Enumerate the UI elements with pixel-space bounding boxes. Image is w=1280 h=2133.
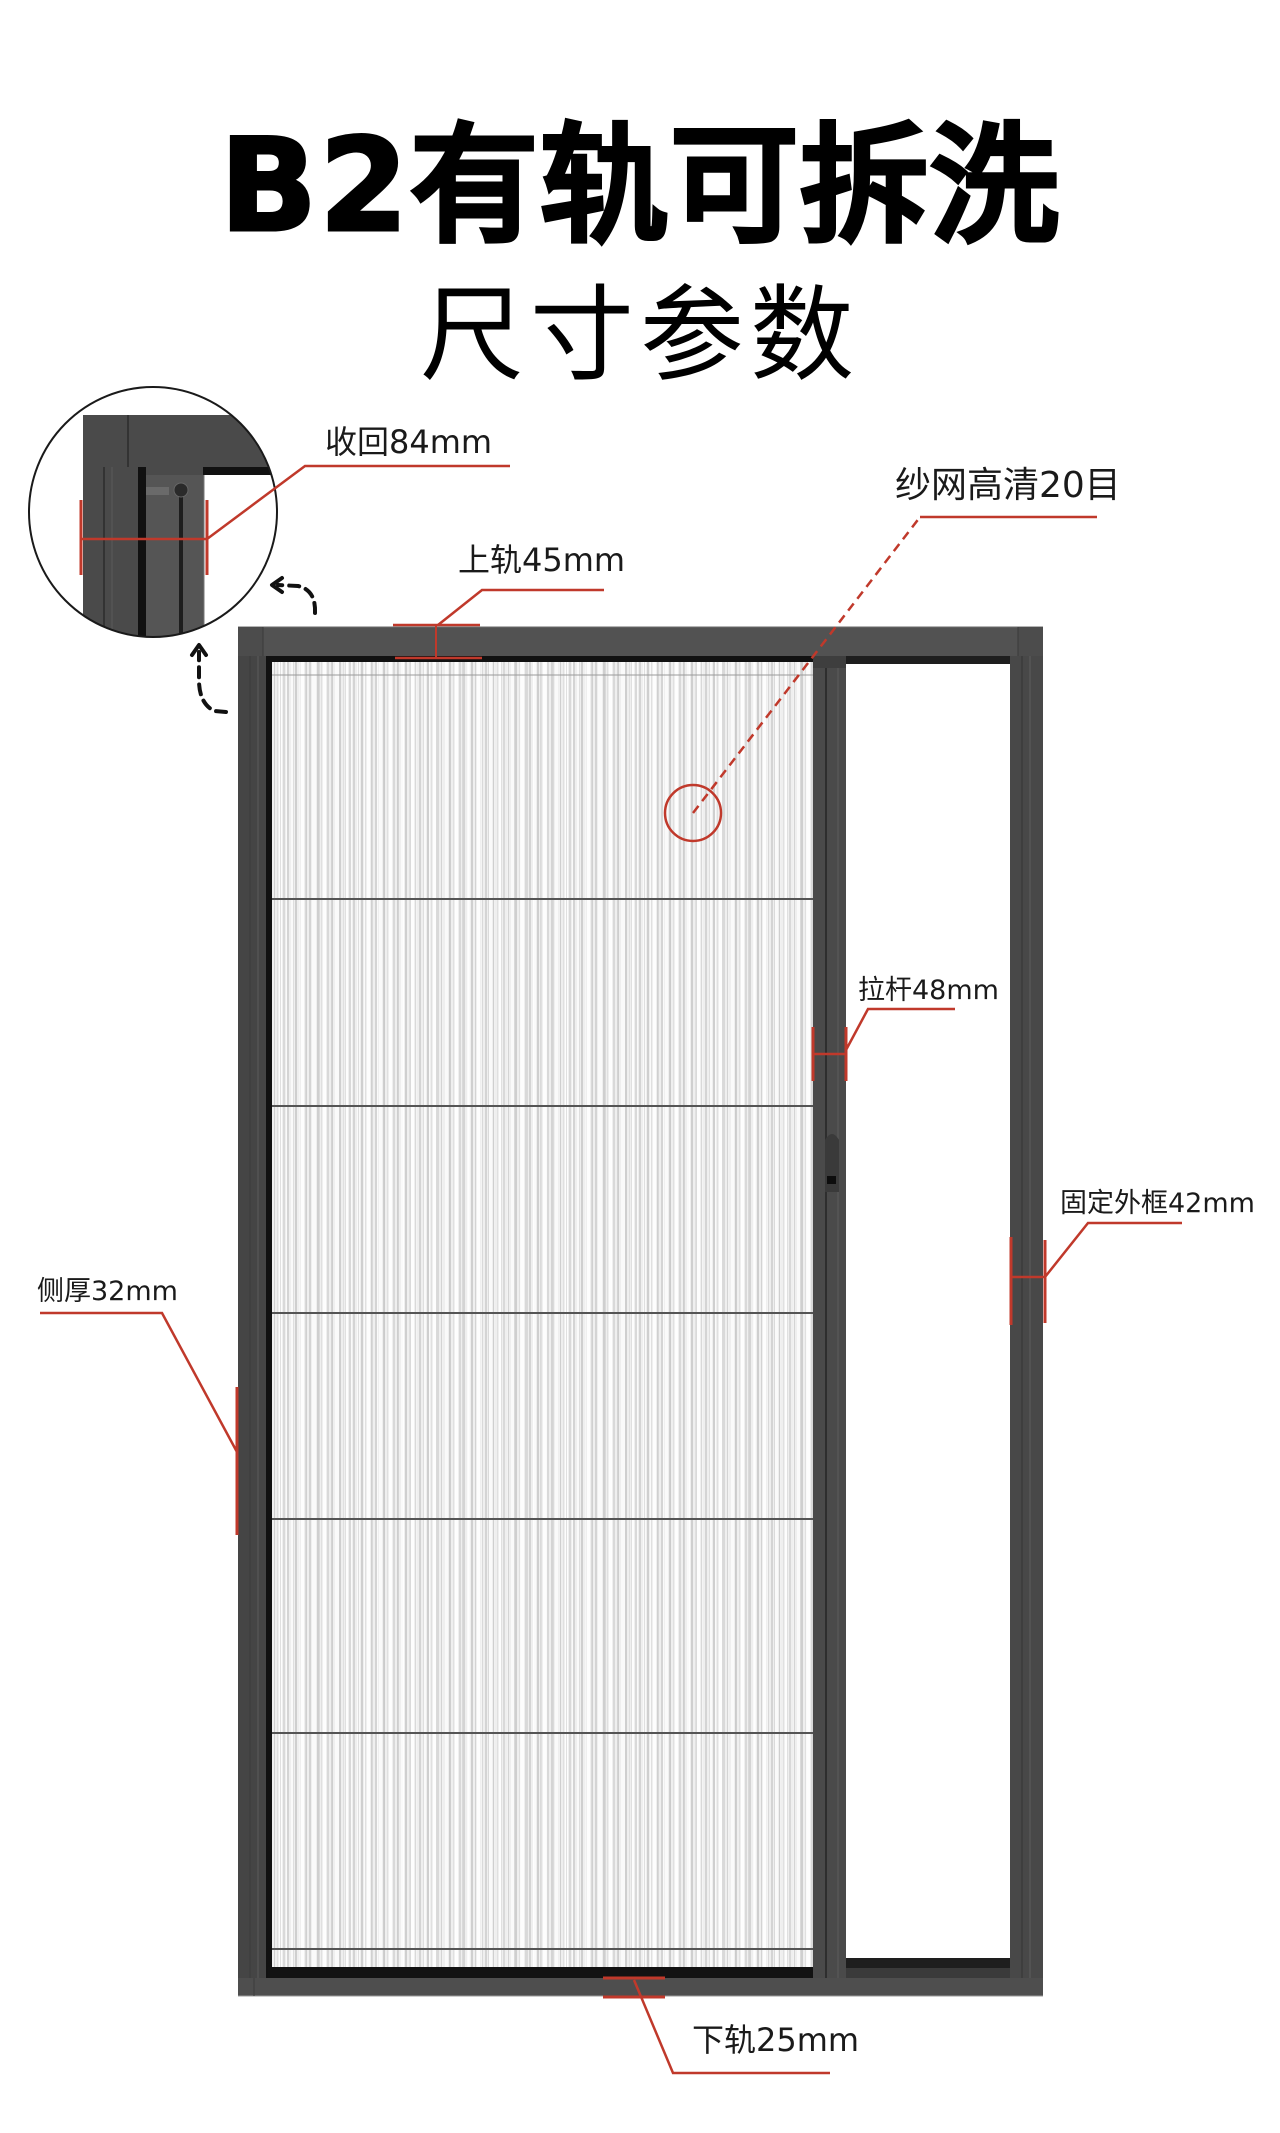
pleated-mesh	[268, 656, 815, 1978]
inset-retract-label: 收回84mm	[325, 423, 493, 461]
page-subtitle: 尺寸参数	[419, 274, 860, 396]
side-thickness-marker	[40, 1311, 239, 1535]
pull-bar-label: 拉杆48mm	[858, 975, 999, 1006]
bottom-rail-marker	[603, 1976, 830, 2075]
dashed-arrow-up-icon	[197, 650, 228, 714]
top-rail-marker	[393, 588, 604, 660]
mesh-label: 纱网高清20目	[895, 465, 1121, 506]
page-title: B2有轨可拆洗	[218, 111, 1061, 263]
side-thickness-label: 侧厚32mm	[37, 1276, 178, 1307]
top-rail-label: 上轨45mm	[458, 541, 626, 579]
bottom-rail-label: 下轨25mm	[692, 2021, 860, 2059]
fixed-frame-marker	[1009, 1221, 1182, 1325]
dashed-arrow-left-icon	[276, 583, 318, 615]
pull-bar	[813, 656, 846, 1978]
pull-bar-marker	[811, 1007, 955, 1081]
fixed-frame-label: 固定外框42mm	[1060, 1188, 1255, 1219]
mesh-marker	[663, 515, 1097, 843]
inset-detail	[28, 386, 510, 638]
fixed-section	[846, 656, 1043, 1978]
